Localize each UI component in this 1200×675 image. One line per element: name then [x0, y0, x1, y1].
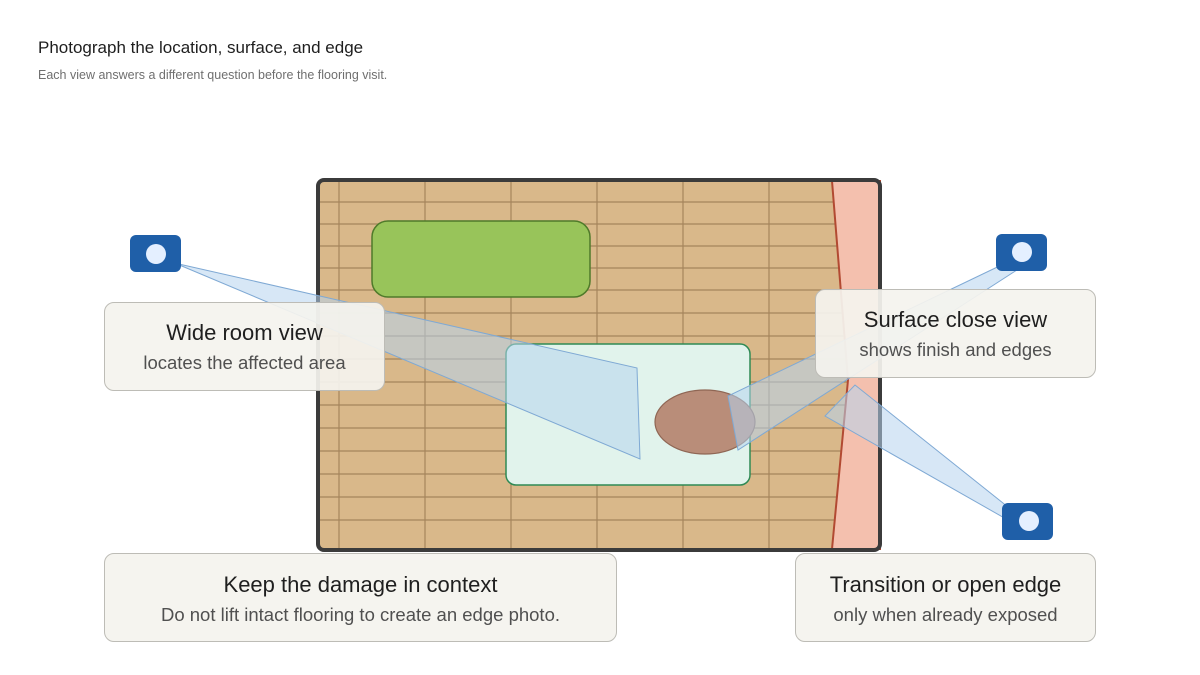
context-note-card: Keep the damage in context Do not lift i…: [104, 553, 617, 642]
surface-close-view-subtext: shows finish and edges: [859, 339, 1052, 360]
camera-icon-surface: [996, 234, 1047, 271]
wide-room-view-card: Wide room view locates the affected area: [104, 302, 385, 391]
context-note-subtext: Do not lift intact flooring to create an…: [160, 604, 561, 625]
rug: [371, 220, 591, 298]
camera-icon-wide: [130, 235, 181, 272]
surface-close-view-card: Surface close view shows finish and edge…: [815, 289, 1096, 378]
page-subtitle: Each view answers a different question b…: [38, 68, 388, 82]
wide-room-view-heading: Wide room view: [166, 320, 323, 345]
surface-close-view-heading: Surface close view: [863, 307, 1048, 332]
transition-edge-subtext: only when already exposed: [833, 604, 1058, 625]
transition-edge-card: Transition or open edge only when alread…: [795, 553, 1096, 642]
page-title: Photograph the location, surface, and ed…: [38, 38, 364, 57]
wide-room-view-subtext: locates the affected area: [143, 352, 346, 373]
transition-edge-heading: Transition or open edge: [829, 572, 1062, 597]
camera-icon-edge: [1002, 503, 1053, 540]
context-note-heading: Keep the damage in context: [223, 572, 498, 597]
